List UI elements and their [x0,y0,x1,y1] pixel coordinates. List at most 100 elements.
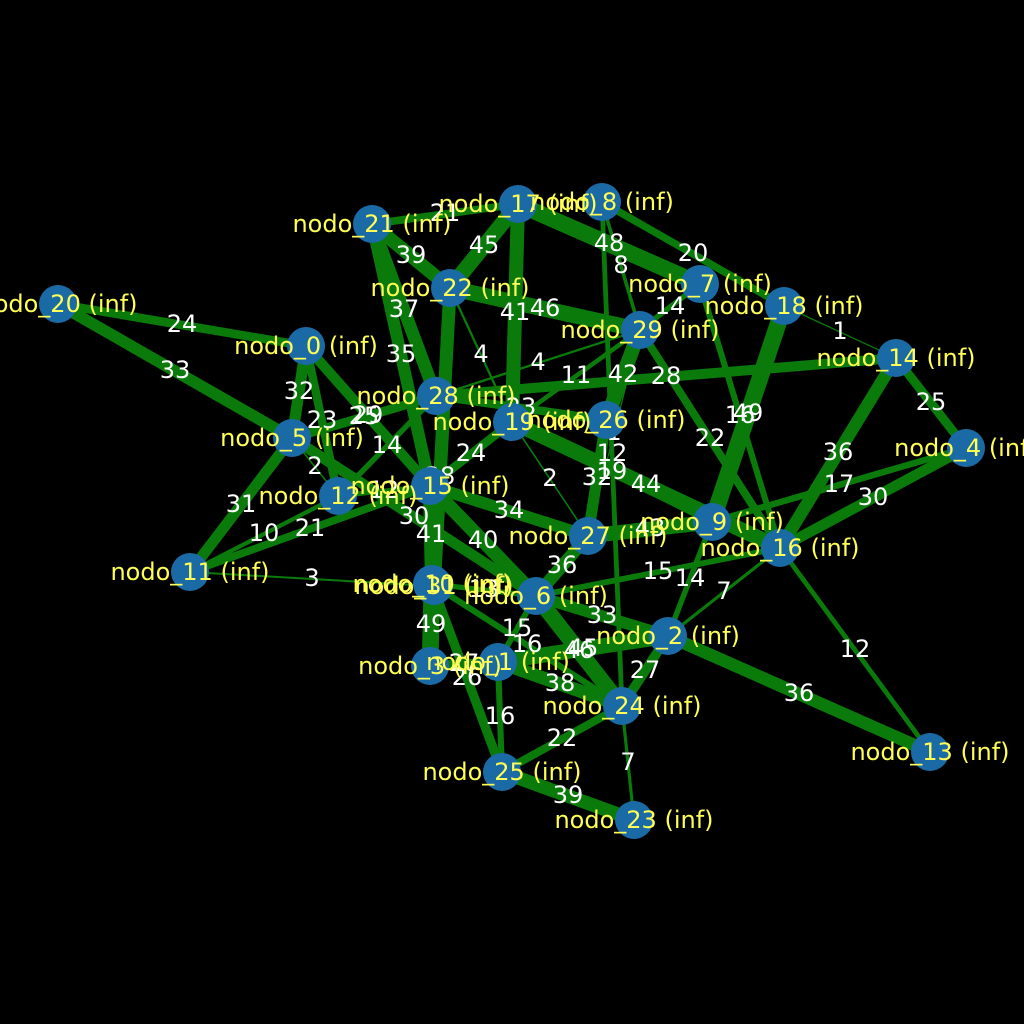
node-label: nodo_31 (inf) [354,572,513,600]
edge-weight-label: 16 [512,630,543,658]
edge-weight-label: 49 [733,399,764,427]
graph-edge [783,305,897,359]
node-label: nodo_19 (inf) [432,408,591,436]
edge-weight-label: 36 [547,551,578,579]
graph-node[interactable] [39,285,77,323]
node-label: nodo_23 (inf) [554,806,713,834]
graph-node[interactable] [479,643,517,681]
edge-weight-label: 35 [386,340,417,368]
graph-edge [598,198,788,310]
graph-edge [620,704,636,822]
edge-weight-label: 22 [695,424,726,452]
edge-weight-label: 41 [500,298,531,326]
graph-node[interactable] [583,183,621,221]
graph-node[interactable] [493,403,531,441]
edge-weight-label: 46 [530,294,561,322]
edge-weight-label: 44 [631,470,662,498]
graph-edge [286,432,542,602]
edge-weight-label: 40 [468,526,499,554]
graph-edge [665,519,715,639]
edge-weight-label: 10 [249,519,280,547]
edge-weight-label: 15 [643,557,674,585]
graph-node[interactable] [431,269,469,307]
edge-weight-label: 20 [678,239,709,267]
graph-node[interactable] [761,529,799,567]
node-layer [39,183,985,839]
graph-node[interactable] [411,647,449,685]
graph-node[interactable] [765,287,803,325]
graph-node[interactable] [353,205,391,243]
graph-node[interactable] [171,553,209,591]
graph-edge [448,286,514,424]
edge-weight-label: 30 [399,502,430,530]
edge-weight-label: 32 [284,377,315,405]
graph-node[interactable] [569,517,607,555]
graph-node[interactable] [483,753,521,791]
graph-edge [530,590,674,642]
graph-edge [666,546,782,638]
edge-weight-label: 42 [608,360,639,388]
edge-weight-label: 31 [226,490,257,518]
graph-node[interactable] [417,377,455,415]
edge-weight-label: 11 [561,361,592,389]
graph-node[interactable] [681,265,719,303]
graph-node[interactable] [273,419,311,457]
edge-weight-label: 19 [597,457,628,485]
graph-node[interactable] [411,467,449,505]
edge-weight-label: 15 [502,614,533,642]
graph-node[interactable] [415,567,453,605]
graph-node[interactable] [947,429,985,467]
node-label: nodo_18 (inf) [704,292,863,320]
graph-edge [434,328,642,398]
edge-weight-label: 25 [349,402,380,430]
edge-weight-label: 8 [613,251,628,279]
graph-node[interactable] [319,477,357,515]
edge-weight-label: 34 [494,496,525,524]
graph-edge [580,514,720,544]
graph-edge [184,432,298,578]
graph-node[interactable] [693,503,731,541]
graph-node[interactable] [517,577,555,615]
graph-edge [511,421,589,537]
edge-weight-label: 26 [452,663,483,691]
graph-node[interactable] [587,401,625,439]
edge-weight-label: 14 [675,564,706,592]
node-label: nodo_25 (inf) [422,758,581,786]
node-label: nodo_6 (inf) [464,582,608,610]
graph-edge [287,391,441,443]
graph-edge [189,571,435,587]
graph-node[interactable] [649,617,687,655]
graph-node[interactable] [603,687,641,725]
edge-weight-label: 14 [655,292,686,320]
graph-edge [491,655,629,713]
node-label: nodo_28 (inf) [356,382,515,410]
edge-weight-label: 4 [473,340,488,368]
graph-edge [533,545,783,599]
graph-node[interactable] [911,733,949,771]
graph-node[interactable] [877,339,915,377]
edge-weight-label: 21 [295,514,326,542]
edge-weight-label: 12 [597,439,628,467]
graph-edge [708,444,970,526]
edge-weight-label: 33 [160,356,191,384]
node-label: nodo_26 (inf) [526,406,685,434]
edge-weight-label: 2 [307,452,322,480]
graph-node[interactable] [621,311,659,349]
graph-edge [509,195,709,293]
graph-edge [509,327,643,425]
graph-edge [424,480,594,542]
graph-edge [423,479,543,603]
graph-node[interactable] [615,801,653,839]
edge-weight-label: 7 [716,577,731,605]
node-label: nodo_24 (inf) [542,692,701,720]
edge-weight-label: 36 [784,679,815,707]
graph-node[interactable] [499,185,537,223]
graph-edge [428,580,626,710]
edge-weight-label: 7 [620,748,635,776]
graph-edge [777,545,933,755]
graph-node[interactable] [287,327,325,365]
graph-edge [528,588,630,714]
node-label: nodo_14 (inf) [816,344,975,372]
graph-edge [774,442,972,554]
